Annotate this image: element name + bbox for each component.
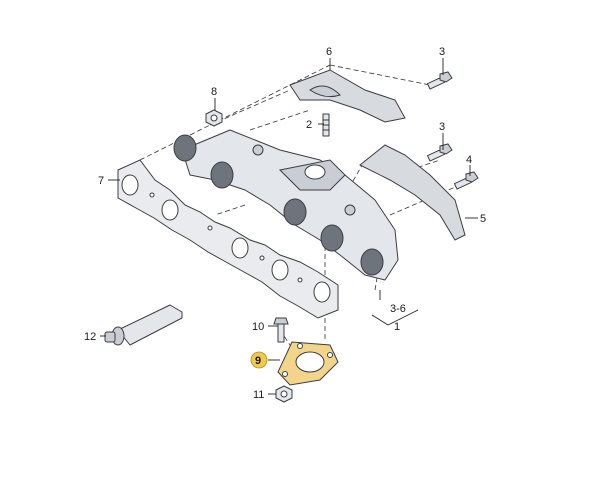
callout-12: 12 — [84, 331, 96, 343]
callout-5: 5 — [480, 213, 486, 225]
side-heat-shield — [359, 144, 466, 241]
bolt-part-3-middle — [426, 143, 453, 162]
stud-part-2 — [322, 113, 330, 137]
nut-part-8 — [205, 109, 223, 127]
callout-2: 2 — [306, 119, 312, 131]
callout-1: 1 — [394, 321, 400, 333]
callout-9: 9 — [255, 355, 261, 367]
nut-part-11 — [275, 385, 293, 403]
bolt-part-3-top — [426, 71, 453, 90]
leader-lines — [100, 58, 478, 395]
callout-3-top: 3 — [439, 46, 445, 58]
callout-11: 11 — [253, 389, 264, 401]
callout-3-middle: 3 — [439, 121, 445, 133]
callout-9-badge — [250, 351, 268, 369]
callout-3-6: 3-6 — [390, 303, 406, 315]
callout-6: 6 — [326, 46, 332, 58]
sealant-tube-part-12 — [104, 304, 183, 346]
stud-part-4 — [453, 171, 479, 190]
flange-gasket-part-9 — [277, 341, 339, 386]
manifold-gasket — [117, 159, 339, 319]
callout-10: 10 — [252, 321, 264, 333]
upper-heat-shield — [289, 69, 406, 123]
callout-8: 8 — [211, 86, 217, 98]
callout-7: 7 — [98, 175, 104, 187]
bolt-part-10 — [273, 317, 289, 343]
callout-4: 4 — [466, 154, 472, 166]
exhaust-manifold — [173, 129, 399, 281]
callout-labels: 6 3 8 2 3 4 7 5 3-6 1 10 9 11 12 — [84, 46, 486, 401]
